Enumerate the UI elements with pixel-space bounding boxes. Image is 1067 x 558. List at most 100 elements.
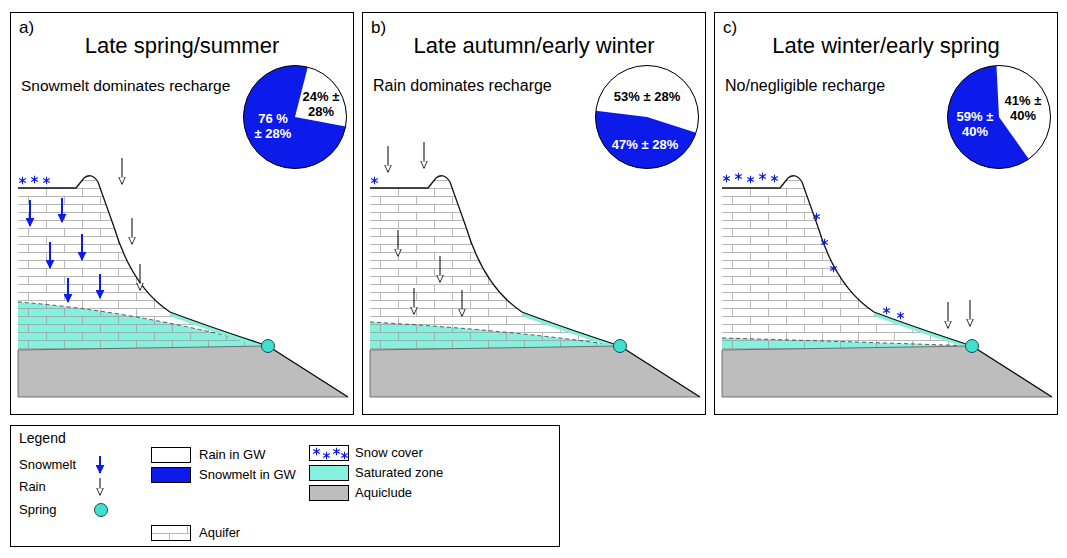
snow-swatch — [310, 446, 349, 461]
aquiclude — [722, 346, 1052, 397]
pie-chart: 76 % ± 28%24% ± 28% — [243, 65, 347, 169]
aquifer-bricks — [18, 176, 268, 350]
rain-arrow — [388, 146, 389, 172]
legend-label: Aquifer — [199, 524, 240, 542]
snow — [735, 173, 742, 181]
snow — [747, 176, 754, 184]
snowmelt-arrow — [99, 274, 101, 298]
snow — [830, 265, 837, 273]
snow — [759, 173, 766, 181]
panel-subtitle: No/negligible recharge — [725, 77, 885, 95]
water-table — [722, 338, 972, 346]
aquifer-ground — [152, 526, 191, 541]
spring — [966, 340, 979, 353]
season-panel: 41% ± 40%59% ± 40%c)Late winter/early sp… — [714, 12, 1058, 415]
legend-symbol — [93, 502, 109, 518]
pie-outline — [244, 66, 347, 169]
surface — [18, 176, 348, 397]
snow-flake — [323, 452, 330, 460]
season-panel: 76 % ± 28%24% ± 28% a) Late spring/summerS… — [10, 12, 354, 415]
snowmelt-arrow — [67, 278, 69, 302]
panel-title: Late autumn/early winter — [414, 33, 655, 58]
color-swatch — [310, 486, 349, 501]
snowmelt-arrow — [99, 456, 101, 473]
legend-swatch — [309, 485, 349, 501]
legend-symbol — [93, 455, 107, 475]
snow — [43, 177, 50, 185]
legend-swatch — [309, 465, 349, 481]
pie-outline — [948, 66, 1051, 169]
snow — [723, 175, 730, 183]
legend-box: LegendSnowmeltRainSpring Rain in GW Snowme… — [10, 425, 560, 547]
percent-label: 24% ± 28% — [301, 90, 341, 120]
aquifer-bricks — [722, 176, 972, 350]
pie-chart: 53% ± 28%47% ± 28% — [595, 65, 699, 169]
landscape-c — [722, 173, 1052, 397]
snowmelt-arrow — [61, 198, 63, 222]
aquiclude — [370, 346, 700, 397]
rain-arrow — [970, 300, 971, 326]
legend-label: Saturated zone — [355, 464, 443, 482]
aquifer-ground — [722, 176, 972, 350]
rain-arrow — [100, 478, 101, 495]
panel-subtitle: Rain dominates recharge — [373, 77, 552, 95]
legend-label: Snowmelt in GW — [199, 466, 296, 484]
panel-letter: c) — [723, 18, 737, 38]
snow — [897, 312, 904, 320]
water-table — [18, 302, 268, 346]
panel-letter: b) — [371, 18, 386, 38]
legend-label: Spring — [19, 501, 57, 519]
legend-label: Rain in GW — [199, 446, 265, 464]
spring — [262, 340, 275, 353]
saturated-band — [522, 314, 618, 347]
panel-subtitle: Snowmelt dominates recharge — [21, 77, 230, 95]
rain-arrow — [140, 264, 141, 290]
snow — [883, 307, 890, 315]
aquiclude — [18, 346, 348, 397]
rain-arrows — [388, 142, 462, 316]
rain-arrow — [948, 302, 949, 328]
snowmelt-wedge — [244, 66, 347, 169]
snow — [821, 239, 828, 247]
legend-title: Legend — [19, 430, 66, 446]
rain-arrow — [122, 158, 123, 184]
snowmelt-wedge — [948, 66, 1051, 169]
saturated-band — [874, 314, 970, 347]
rain-arrow — [132, 218, 133, 244]
snow-flake — [341, 452, 348, 460]
snowmelt-arrow — [49, 242, 51, 268]
legend-symbol — [93, 477, 107, 497]
rain-arrow — [424, 142, 425, 168]
legend-symbol — [309, 445, 349, 461]
snow — [813, 213, 820, 221]
snow — [19, 177, 26, 185]
pie-shape — [595, 65, 699, 169]
snow — [31, 176, 38, 184]
rain-arrows — [122, 158, 140, 290]
landscape-b — [370, 142, 700, 397]
snowmelt-wedge — [596, 66, 699, 169]
surface — [370, 176, 700, 397]
landscape-a — [18, 158, 348, 397]
rain-arrow — [414, 288, 415, 314]
legend-swatch — [151, 467, 191, 483]
percent-label: 59% ± 40% — [955, 110, 995, 140]
panel-title: Late winter/early spring — [772, 33, 999, 58]
panel-title: Late spring/summer — [85, 33, 279, 58]
aquifer-bricks — [370, 176, 620, 350]
spring-symbol — [95, 504, 108, 517]
panel-letter: a) — [19, 18, 34, 38]
legend-label: Snowmelt — [19, 456, 76, 474]
season-panel: 53% ± 28%47% ± 28% b) Late autumn/early wi… — [362, 12, 706, 415]
snow-flake — [333, 448, 340, 456]
aquifer-ground — [18, 176, 268, 350]
legend-label: Rain — [19, 478, 46, 496]
color-swatch — [310, 466, 349, 481]
legend-swatch — [151, 447, 191, 463]
snow — [771, 175, 778, 183]
legend-label: Aquiclude — [355, 484, 412, 502]
pie-outline — [596, 66, 699, 169]
snowmelt-arrows — [30, 198, 100, 302]
percent-label: 47% ± 28% — [597, 138, 693, 153]
snowmelt-arrow — [81, 234, 83, 260]
